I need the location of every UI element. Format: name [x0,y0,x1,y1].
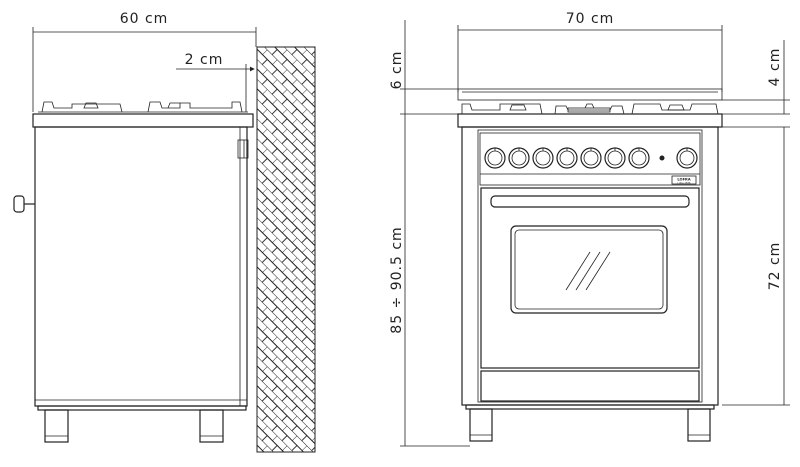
knob-row [484,147,698,169]
lid-height-dimension: 4 cm [722,40,790,115]
wall [256,46,316,453]
front-width-dimension: 70 cm [457,11,723,92]
front-burners [460,103,720,115]
brand-plate: LOFRA Lofra 1836 [671,175,697,185]
brand-name: LOFRA [677,178,690,182]
top-clearance-label: 6 cm [389,51,405,90]
side-knob [13,195,35,213]
front-width-label: 70 cm [566,11,615,27]
side-width-dimension: 60 cm [32,11,257,112]
total-height-label: 85 ÷ 90.5 cm [389,226,405,333]
glass-reflection [565,251,611,291]
knob[interactable] [628,147,650,169]
top-clearance-dimension: 6 cm [389,20,458,115]
front-backguard [457,88,723,101]
oven-door-handle[interactable] [490,195,690,208]
oven-window [510,225,668,314]
knob[interactable] [580,147,602,169]
storage-drawer[interactable] [480,370,700,402]
control-panel [479,132,701,186]
knob[interactable] [556,147,578,169]
front-hob-top [457,113,723,128]
gap-label: 2 cm [185,52,224,68]
front-view: 70 cm 6 cm 4 cm 85 ÷ 90.5 cm 72 cm [389,11,790,447]
body-height-label: 72 cm [767,242,783,291]
knob[interactable] [604,147,626,169]
body-height-dimension: 72 cm [722,126,790,406]
knob[interactable] [484,147,506,169]
oven-door [480,187,700,369]
knob[interactable] [532,147,554,169]
front-feet [465,404,715,442]
brand-subtitle: Lofra 1836 [678,182,691,185]
side-hob-top [32,113,254,128]
indicator-light [659,155,665,161]
knob[interactable] [508,147,530,169]
total-height-dimension: 85 ÷ 90.5 cm [389,114,470,447]
lid-height-label: 4 cm [767,48,783,87]
gap-dimension: 2 cm [176,52,255,112]
side-burners [38,101,248,113]
side-body [34,126,249,407]
side-width-label: 60 cm [120,11,169,27]
side-view: 60 cm 2 cm [13,11,316,453]
side-feet [37,405,247,443]
front-body [461,126,719,406]
knob[interactable] [676,147,698,169]
